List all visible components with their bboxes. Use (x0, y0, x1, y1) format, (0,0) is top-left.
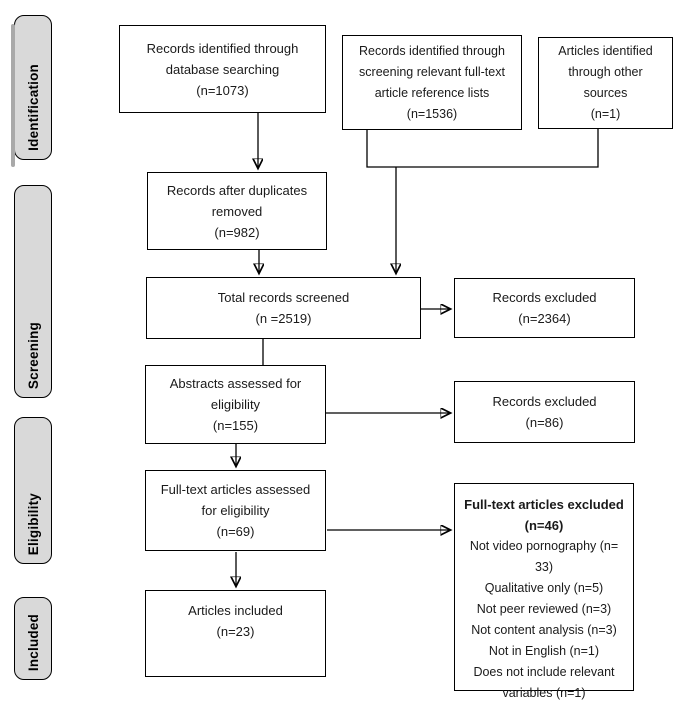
box-abstracts-assessed-text: Abstracts assessed for eligibility (n=15… (169, 376, 302, 433)
box-records-excluded-abstracts: Records excluded (n=86) (454, 381, 635, 443)
box-articles-other-sources-text: Articles identified through other source… (558, 44, 653, 121)
box-records-identified-reference-lists-text: Records identified through screening rel… (359, 43, 505, 121)
box-articles-included-text: Articles included (n=23) (188, 603, 283, 639)
stage-label-identification: Identification (11, 15, 52, 167)
box-fulltext-assessed: Full-text articles assessed for eligibil… (145, 470, 326, 551)
box-articles-included: Articles included (n=23) (145, 590, 326, 677)
box-total-records-screened: Total records screened (n =2519) (146, 277, 421, 339)
box-abstracts-assessed: Abstracts assessed for eligibility (n=15… (145, 365, 326, 444)
box-records-excluded-screening-text: Records excluded (n=2364) (492, 290, 597, 326)
box-records-identified-reference-lists: Records identified through screening rel… (342, 35, 522, 130)
box-total-records-screened-text: Total records screened (n =2519) (217, 290, 350, 326)
box-records-excluded-screening: Records excluded (n=2364) (454, 278, 635, 338)
label-shadow-artifact (11, 24, 15, 167)
box-fulltext-assessed-text: Full-text articles assessed for eligibil… (160, 482, 311, 539)
box-records-excluded-abstracts-text: Records excluded (n=86) (492, 394, 597, 430)
box-duplicates-removed-text: Records after duplicates removed (n=982) (166, 182, 308, 240)
box-fulltext-excluded-reasons: Not video pornography (n= 33) Qualitativ… (469, 539, 619, 700)
box-records-identified-database: Records identified through database sear… (119, 25, 326, 113)
stage-label-screening: Screening (14, 185, 52, 398)
stage-label-included: Included (14, 597, 52, 680)
box-duplicates-removed: Records after duplicates removed (n=982) (147, 172, 327, 250)
stage-label-identification-text: Identification (25, 64, 41, 151)
stage-label-included-text: Included (25, 613, 41, 671)
box-records-identified-database-text: Records identified through database sear… (146, 40, 299, 98)
box-articles-other-sources: Articles identified through other source… (538, 37, 673, 129)
stage-label-eligibility-text: Eligibility (25, 492, 41, 555)
stage-label-screening-text: Screening (25, 321, 41, 389)
box-fulltext-excluded: Full-text articles excluded (n=46) Not v… (454, 483, 634, 700)
stage-label-eligibility: Eligibility (14, 417, 52, 564)
box-fulltext-excluded-title: Full-text articles excluded (n=46) (464, 497, 624, 533)
connector-reflists-othersources-merge (366, 129, 599, 168)
